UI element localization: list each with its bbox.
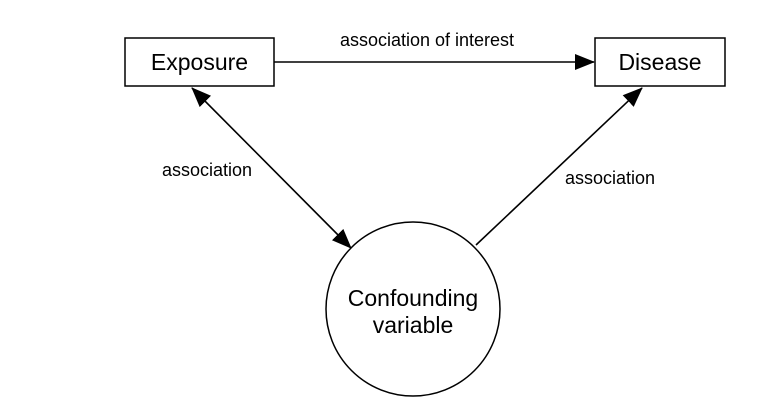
edge-confounder-to-exposure-line — [191, 87, 352, 249]
confounder-circle — [325, 221, 501, 397]
edge-exposure-to-disease-label: association of interest — [340, 30, 514, 50]
edge-confounder-to-exposure-label: association — [162, 160, 252, 180]
disease-node: Disease — [594, 37, 726, 87]
exposure-box — [124, 37, 275, 87]
confounder-label-line2: variable — [373, 312, 454, 338]
disease-box — [594, 37, 726, 87]
edge-confounder-to-disease-label: association — [565, 168, 655, 188]
edge-confounder-to-exposure: association — [162, 87, 352, 249]
confounder-label-line1: Confounding — [348, 285, 478, 311]
confounder-node: Confounding variable — [325, 221, 501, 397]
exposure-label: Exposure — [151, 49, 248, 75]
edge-confounder-to-disease-line — [475, 87, 643, 246]
edge-exposure-to-disease: association of interest — [274, 30, 595, 70]
edge-confounder-to-disease: association — [475, 87, 655, 246]
disease-label: Disease — [618, 49, 701, 75]
exposure-node: Exposure — [124, 37, 275, 87]
